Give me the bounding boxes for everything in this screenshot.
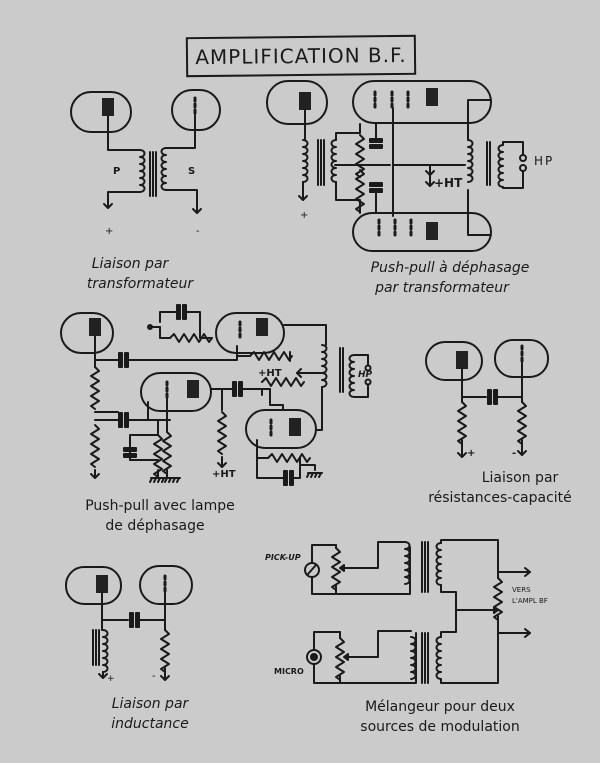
speaker-terminal-1	[520, 155, 526, 161]
label-plus: +	[105, 226, 114, 237]
diagram-rc-coupling	[426, 340, 548, 457]
caption-line-2: résistances-capacité	[428, 490, 572, 506]
output-transformer-primary	[467, 139, 474, 183]
caption-line-2: de déphasage	[105, 518, 205, 534]
diagram-transformer-coupling	[71, 90, 220, 213]
output-tube-top	[353, 81, 491, 123]
label-secondary: S	[188, 166, 196, 177]
diagram-push-pull-phase-lamp	[61, 304, 371, 486]
tube-left-anode	[101, 97, 115, 117]
output-tube-bottom	[353, 213, 491, 251]
label-minus: -	[512, 448, 517, 459]
caption-line-1: Liaison par	[91, 256, 169, 272]
primary-coil	[139, 149, 146, 193]
caption-line-1: Push-pull avec lampe	[85, 498, 235, 514]
label-minus: -	[196, 226, 200, 237]
label-output-line1: VERS	[512, 586, 531, 594]
driver-tube	[267, 81, 327, 124]
label-minus: -	[152, 671, 156, 682]
caption-push-pull-transformer: Push-pull à déphasage par transformateur	[330, 258, 570, 298]
caption-line-2: sources de modulation	[360, 719, 520, 735]
label-ht-top: +HT	[258, 368, 282, 379]
caption-line-1: Push-pull à déphasage	[370, 260, 530, 276]
caption-inductance-coupling: Liaison par inductance	[90, 694, 210, 734]
label-ht: +HT	[434, 176, 463, 190]
caption-mixer: Mélangeur pour deux sources de modulatio…	[330, 697, 550, 737]
driver-anode	[298, 91, 312, 111]
caption-line-1: Mélangeur pour deux	[365, 699, 515, 715]
tube-left	[426, 342, 482, 380]
caption-line-2: inductance	[111, 716, 189, 732]
tube-left	[66, 567, 121, 604]
label-pickup: PICK-UP	[265, 553, 301, 562]
secondary-coil	[160, 147, 167, 191]
caption-line-1: Liaison par	[481, 470, 559, 486]
label-plus: +	[300, 210, 309, 221]
caption-rc-coupling: Liaison par résistances-capacité	[410, 468, 590, 508]
label-primary: P	[113, 166, 121, 177]
input-tube	[61, 313, 113, 353]
tube-left	[71, 92, 131, 132]
label-speaker: HP	[358, 370, 373, 380]
diagram-mixer	[305, 540, 530, 683]
label-speaker: HP	[534, 154, 555, 168]
caption-line-2: transformateur	[86, 276, 194, 292]
caption-line-1: Liaison par	[111, 696, 189, 712]
speaker-terminal-2	[520, 165, 526, 171]
caption-line-2: par transformateur	[375, 280, 509, 296]
caption-transformer-coupling: Liaison par transformateur	[60, 254, 220, 294]
label-micro: MICRO	[274, 667, 304, 676]
diagram-inductance-coupling	[66, 566, 192, 680]
diagram-push-pull-transformer	[267, 81, 526, 251]
label-plus: +	[467, 448, 476, 459]
label-output-line2: L'AMPL BF	[512, 597, 548, 605]
label-ht-bottom: +HT	[212, 469, 236, 480]
upper-output-tube	[216, 313, 284, 353]
label-plus: +	[107, 674, 115, 684]
phase-inverter-tube	[141, 373, 211, 411]
caption-push-pull-phase-lamp: Push-pull avec lampe de déphasage	[60, 496, 260, 536]
